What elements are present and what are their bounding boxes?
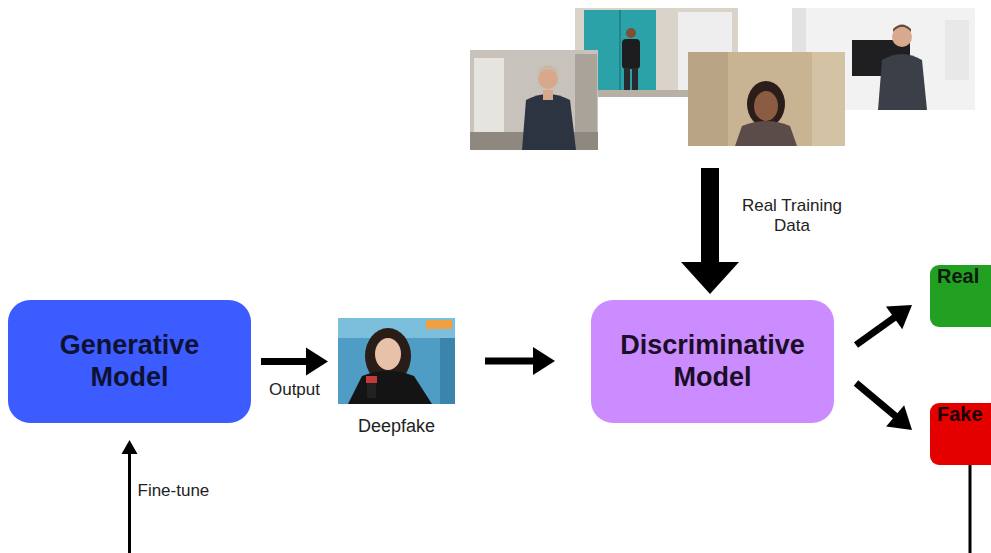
- arrow-head: [886, 405, 912, 430]
- connector-line: [856, 383, 902, 422]
- deepfake-photo: [338, 318, 455, 404]
- result-box: Fake: [930, 403, 991, 465]
- connector-line: [130, 448, 971, 553]
- edge-label: Output: [267, 380, 322, 400]
- arrow-connector: [122, 440, 971, 553]
- arrow-connector: [856, 305, 912, 345]
- arrow-connector: [485, 347, 555, 375]
- arrow-head: [306, 348, 328, 376]
- arrow-head: [533, 347, 555, 375]
- arrow-connector: [261, 348, 328, 376]
- box-label: Fake: [937, 403, 991, 426]
- arrow-head: [122, 440, 138, 454]
- data-arrow: [681, 168, 739, 294]
- image-node: Deepfake: [338, 318, 455, 404]
- box-label: Real: [937, 265, 991, 288]
- arrow-connector: [856, 383, 912, 430]
- box-label: Discriminative Model: [605, 330, 820, 392]
- result-box: Real: [930, 265, 991, 327]
- process-box: Discriminative Model: [591, 300, 834, 423]
- process-box: Generative Model: [8, 300, 251, 423]
- image-caption: Deepfake: [358, 416, 435, 437]
- box-label: Generative Model: [22, 330, 237, 392]
- edge-label: Fine-tune: [136, 481, 212, 501]
- arrow-head: [886, 305, 912, 329]
- arrow-label: Real Training Data: [722, 196, 862, 237]
- training-photo: [470, 50, 598, 150]
- training-photo: [688, 52, 845, 146]
